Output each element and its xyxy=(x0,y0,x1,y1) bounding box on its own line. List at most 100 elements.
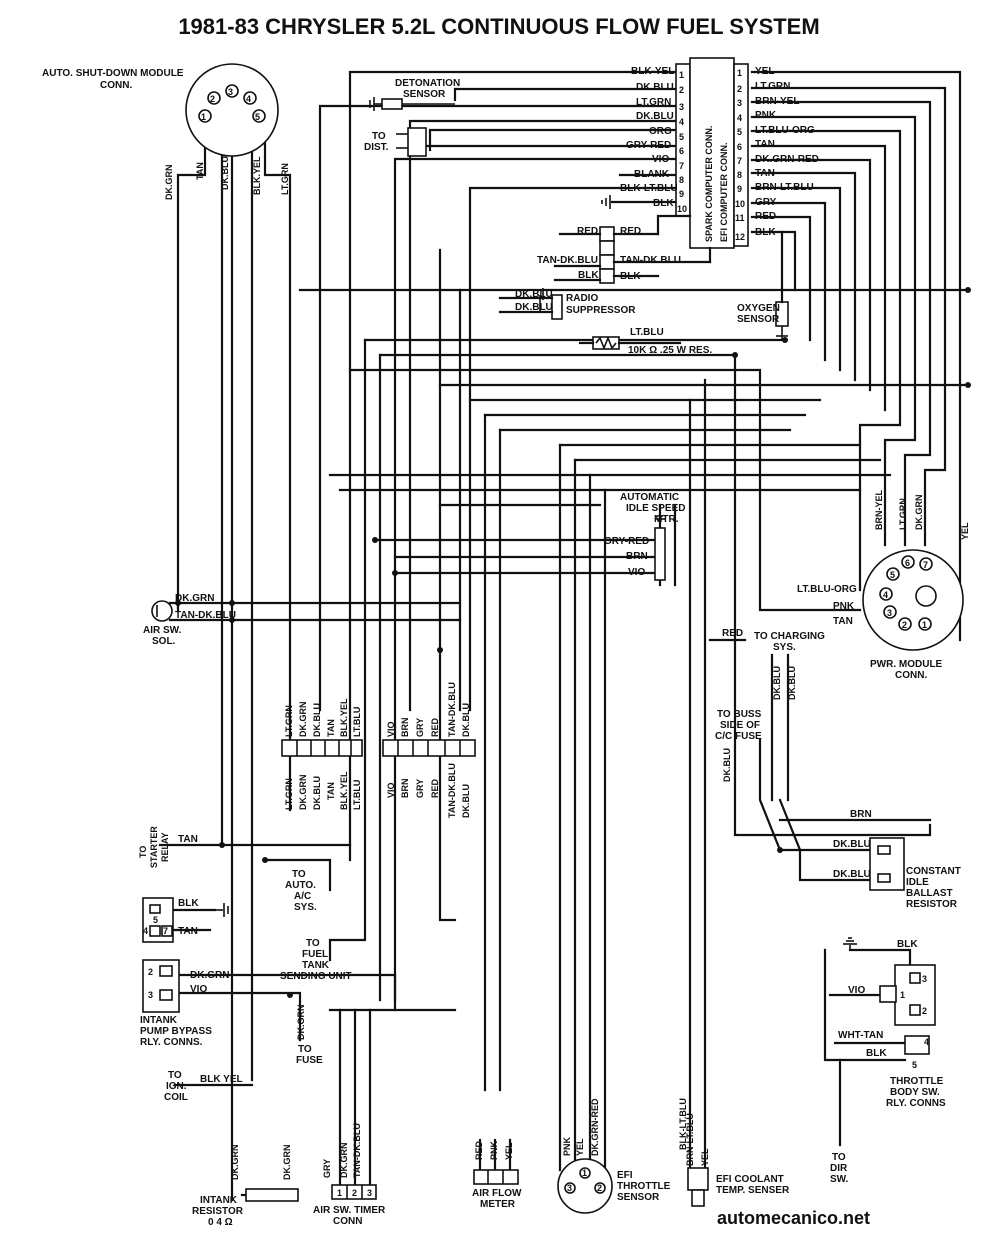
starter-label-to: TO xyxy=(138,846,148,858)
relay-connector-small xyxy=(142,897,174,943)
svg-text:RED: RED xyxy=(430,778,440,798)
efi-pin-3: 3 xyxy=(737,98,742,108)
intank-res-label-2: RESISTOR xyxy=(192,1206,244,1217)
intank-wire-dkgrn-2: DK.GRN xyxy=(282,1145,292,1181)
pwr-pin-6: 6 xyxy=(905,558,910,568)
mid-left-red: RED xyxy=(577,226,598,237)
air-timer-pin-1: 1 xyxy=(337,1188,342,1198)
relay-pin-4: 4 xyxy=(143,926,148,936)
airflow-wire-red: RED xyxy=(474,1140,484,1160)
svg-text:DK.BLU: DK.BLU xyxy=(461,784,471,818)
auto-ac-label-ac: A/C xyxy=(294,891,311,902)
efi-wire-7: DK.GRN-RED xyxy=(755,154,819,165)
efi-wire-12: BLK xyxy=(755,227,776,238)
efi-wire-1: YEL xyxy=(755,66,774,77)
distributor-connector xyxy=(396,127,427,157)
airflow-label: AIR FLOW xyxy=(472,1188,522,1199)
efi-wire-10: GRY xyxy=(755,197,777,208)
mid-right-red: RED xyxy=(620,226,641,237)
asd-wire-dkblu: DK.BLU xyxy=(220,156,230,190)
spark-wire-5: ORG xyxy=(649,126,672,137)
ground-icon xyxy=(215,903,233,917)
pump-pin-3: 3 xyxy=(148,990,153,1000)
pump-label: INTANK xyxy=(140,1015,178,1026)
svg-text:VIO: VIO xyxy=(386,782,396,798)
spark-pin-4: 4 xyxy=(679,117,684,127)
intank-res-label-3: 0 4 Ω xyxy=(208,1217,233,1228)
spark-wire-7: VIO xyxy=(652,154,669,165)
efi-pin-11: 11 xyxy=(735,213,745,223)
fuse-wire-dkgrn: DK.GRN xyxy=(296,1005,306,1041)
idle-motor-label-2: IDLE SPEED xyxy=(626,503,685,514)
bulkhead-connector-left xyxy=(281,739,363,757)
dist-label-to: TO xyxy=(372,131,386,142)
auto-ac-label-sys: SYS. xyxy=(294,902,317,913)
ballast-label-3: BALLAST xyxy=(906,888,953,899)
airflow-wire-pnk: PNK xyxy=(489,1140,499,1160)
pump-label-2: PUMP BYPASS xyxy=(140,1026,212,1037)
pump-label-3: RLY. CONNS. xyxy=(140,1037,203,1048)
charging-wire-red: RED xyxy=(722,628,743,639)
air-flow-meter-connector xyxy=(473,1169,519,1185)
pump-pin-2: 2 xyxy=(148,967,153,977)
fuse-label-to: TO xyxy=(298,1044,312,1055)
spark-pin-6: 6 xyxy=(679,146,684,156)
relay-wire-blk: BLK xyxy=(178,898,199,909)
pwr-wire-yel: YEL xyxy=(960,522,970,540)
junction-dots xyxy=(175,287,971,998)
pwr-wire-dkgrn: DK.GRN xyxy=(914,495,924,531)
oxygen-label-2: SENSOR xyxy=(737,314,780,325)
resistor-label: 10K Ω .25 W RES. xyxy=(628,345,712,356)
throttle-sensor-pin-1: 1 xyxy=(582,1168,587,1178)
throttle-relay-wht-tan: WHT-TAN xyxy=(838,1030,883,1041)
bulkhead-right-top-labels: VIO BRN GRY RED TAN-DK.BLU DK.BLU xyxy=(386,682,471,737)
asd-label: AUTO. SHUT-DOWN MODULE xyxy=(42,68,184,79)
ground-icon xyxy=(601,195,620,209)
intank-resistor-icon xyxy=(245,1188,299,1202)
svg-text:VIO: VIO xyxy=(386,721,396,737)
pwr-label-conn: CONN. xyxy=(895,670,927,681)
spark-wire-2: DK.BLU xyxy=(636,82,674,93)
intank-res-label: INTANK xyxy=(200,1195,238,1206)
idle-speed-motor-icon xyxy=(654,515,666,581)
throttle-sensor-label-3: SENSOR xyxy=(617,1192,660,1203)
spark-wire-3: LT.GRN xyxy=(636,97,671,108)
air-timer-wire-gry: GRY xyxy=(322,1159,332,1178)
resistor-wire: LT.BLU xyxy=(630,327,664,338)
pwr-pin-3: 3 xyxy=(887,608,892,618)
asd-pin-4: 4 xyxy=(246,94,251,104)
asd-label-conn: CONN. xyxy=(100,80,132,91)
fuse-label: FUSE xyxy=(296,1055,323,1066)
air-timer-label-conn: CONN xyxy=(333,1216,362,1227)
resistor-icon xyxy=(578,335,682,351)
idle-motor-label: AUTOMATIC xyxy=(620,492,679,503)
coolant-temp-sensor-icon xyxy=(687,1167,709,1207)
pwr-wire-pnk: PNK xyxy=(833,601,855,612)
svg-text:LT.GRN: LT.GRN xyxy=(284,705,294,737)
spark-pin-5: 5 xyxy=(679,132,684,142)
bulkhead-left-top-labels: LT.GRN DK.GRN DK.BLU TAN BLK.YEL LT.BLU xyxy=(284,698,362,737)
pwr-pin-2: 2 xyxy=(902,620,907,630)
svg-text:DK.GRN: DK.GRN xyxy=(298,775,308,811)
starter-label-relay: RELAY xyxy=(160,832,170,862)
svg-text:RED: RED xyxy=(430,717,440,737)
idle-wire-brn: BRN xyxy=(626,551,648,562)
buss-label: TO BUSS xyxy=(717,709,762,720)
asd-wire-blkyel: BLK.YEL xyxy=(252,156,262,195)
efi-pin-8: 8 xyxy=(737,170,742,180)
intank-wire-dkgrn-1: DK.GRN xyxy=(230,1145,240,1181)
svg-text:LT.BLU: LT.BLU xyxy=(352,707,362,737)
svg-text:DK.BLU: DK.BLU xyxy=(461,703,471,737)
air-timer-wire-dkgrn: DK.GRN xyxy=(339,1143,349,1179)
throttle-relay-label-2: BODY SW. xyxy=(890,1087,940,1098)
mid-right-tan-dkblu: TAN-DK.BLU xyxy=(620,255,681,266)
ign-label-coil: COIL xyxy=(164,1092,188,1103)
spark-pin-1: 1 xyxy=(679,70,684,80)
fuel-tank-label-tank: TANK xyxy=(302,960,330,971)
spark-wire-6: GRY-RED xyxy=(626,140,671,151)
spark-conn-pins: 1 2 3 4 5 6 7 8 9 10 xyxy=(677,70,687,214)
coolant-wire-brnltblu: BRN-LT.BLU xyxy=(685,1113,695,1166)
relay-pin-7: 7 xyxy=(163,926,168,936)
charging-label: TO CHARGING xyxy=(754,631,825,642)
